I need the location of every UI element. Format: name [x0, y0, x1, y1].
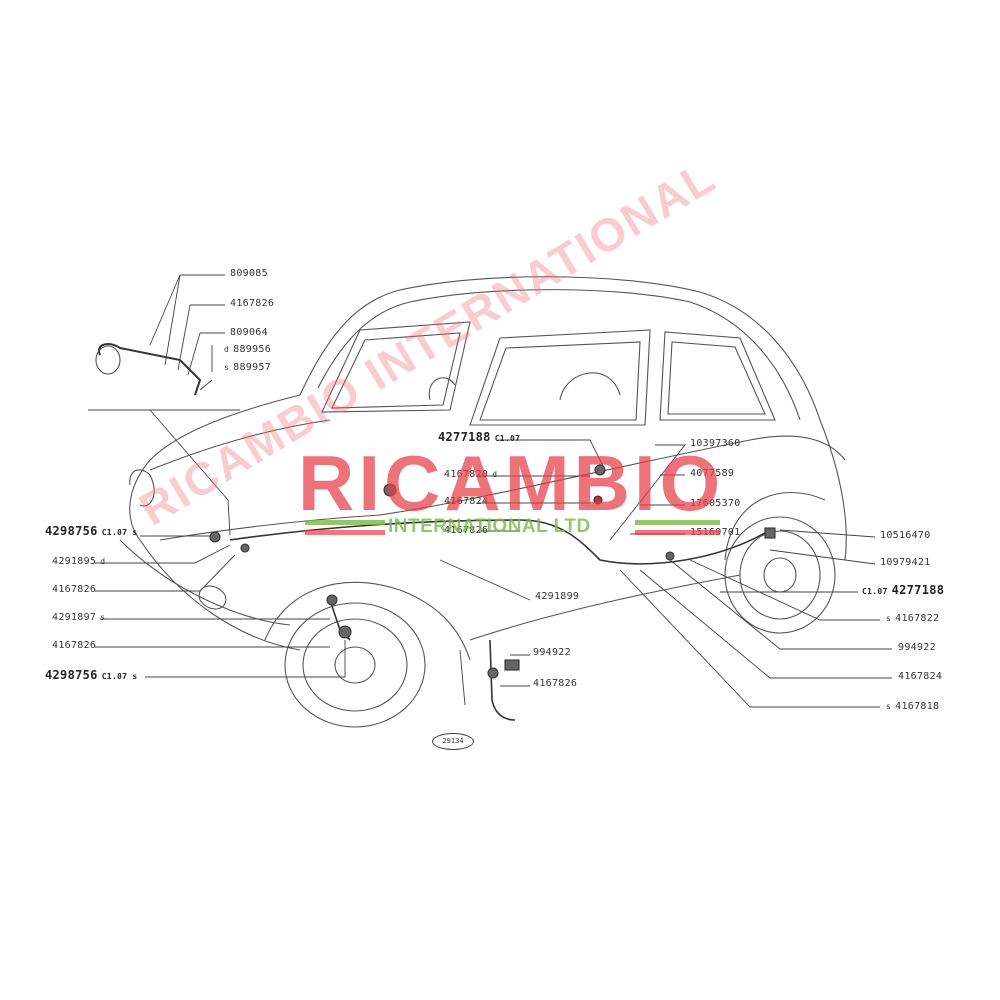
- part-label: 4167824: [898, 671, 943, 682]
- part-label: 4077589: [690, 468, 735, 479]
- part-label: 4167826: [52, 640, 97, 651]
- part-label: 4167824: [444, 496, 489, 507]
- part-label: 4291899: [535, 591, 580, 602]
- part-label: 994922: [898, 642, 936, 653]
- part-label: 17605370: [690, 498, 741, 509]
- watermark-stripe-green: [305, 520, 385, 525]
- part-label: 10516470: [880, 530, 931, 541]
- part-label: 809064: [230, 327, 268, 338]
- part-label: 809085: [230, 268, 268, 279]
- part-label: 4167826: [444, 525, 489, 536]
- watermark-subtitle: INTERNATIONAL LTD: [388, 516, 591, 537]
- part-label: 10979421: [880, 557, 931, 568]
- plate-number: 29134: [432, 733, 474, 750]
- part-label: 4167826: [230, 298, 275, 309]
- watermark-stripe-red: [305, 530, 385, 535]
- part-label: 994922: [533, 647, 571, 658]
- part-label: 4167826: [533, 678, 578, 689]
- watermark-logo: RICAMBIO: [298, 439, 725, 527]
- watermark-stripe-green: [635, 520, 720, 525]
- part-label: 4167826: [52, 584, 97, 595]
- watermark-stripe-red: [635, 530, 720, 535]
- part-label: 10397360: [690, 438, 741, 449]
